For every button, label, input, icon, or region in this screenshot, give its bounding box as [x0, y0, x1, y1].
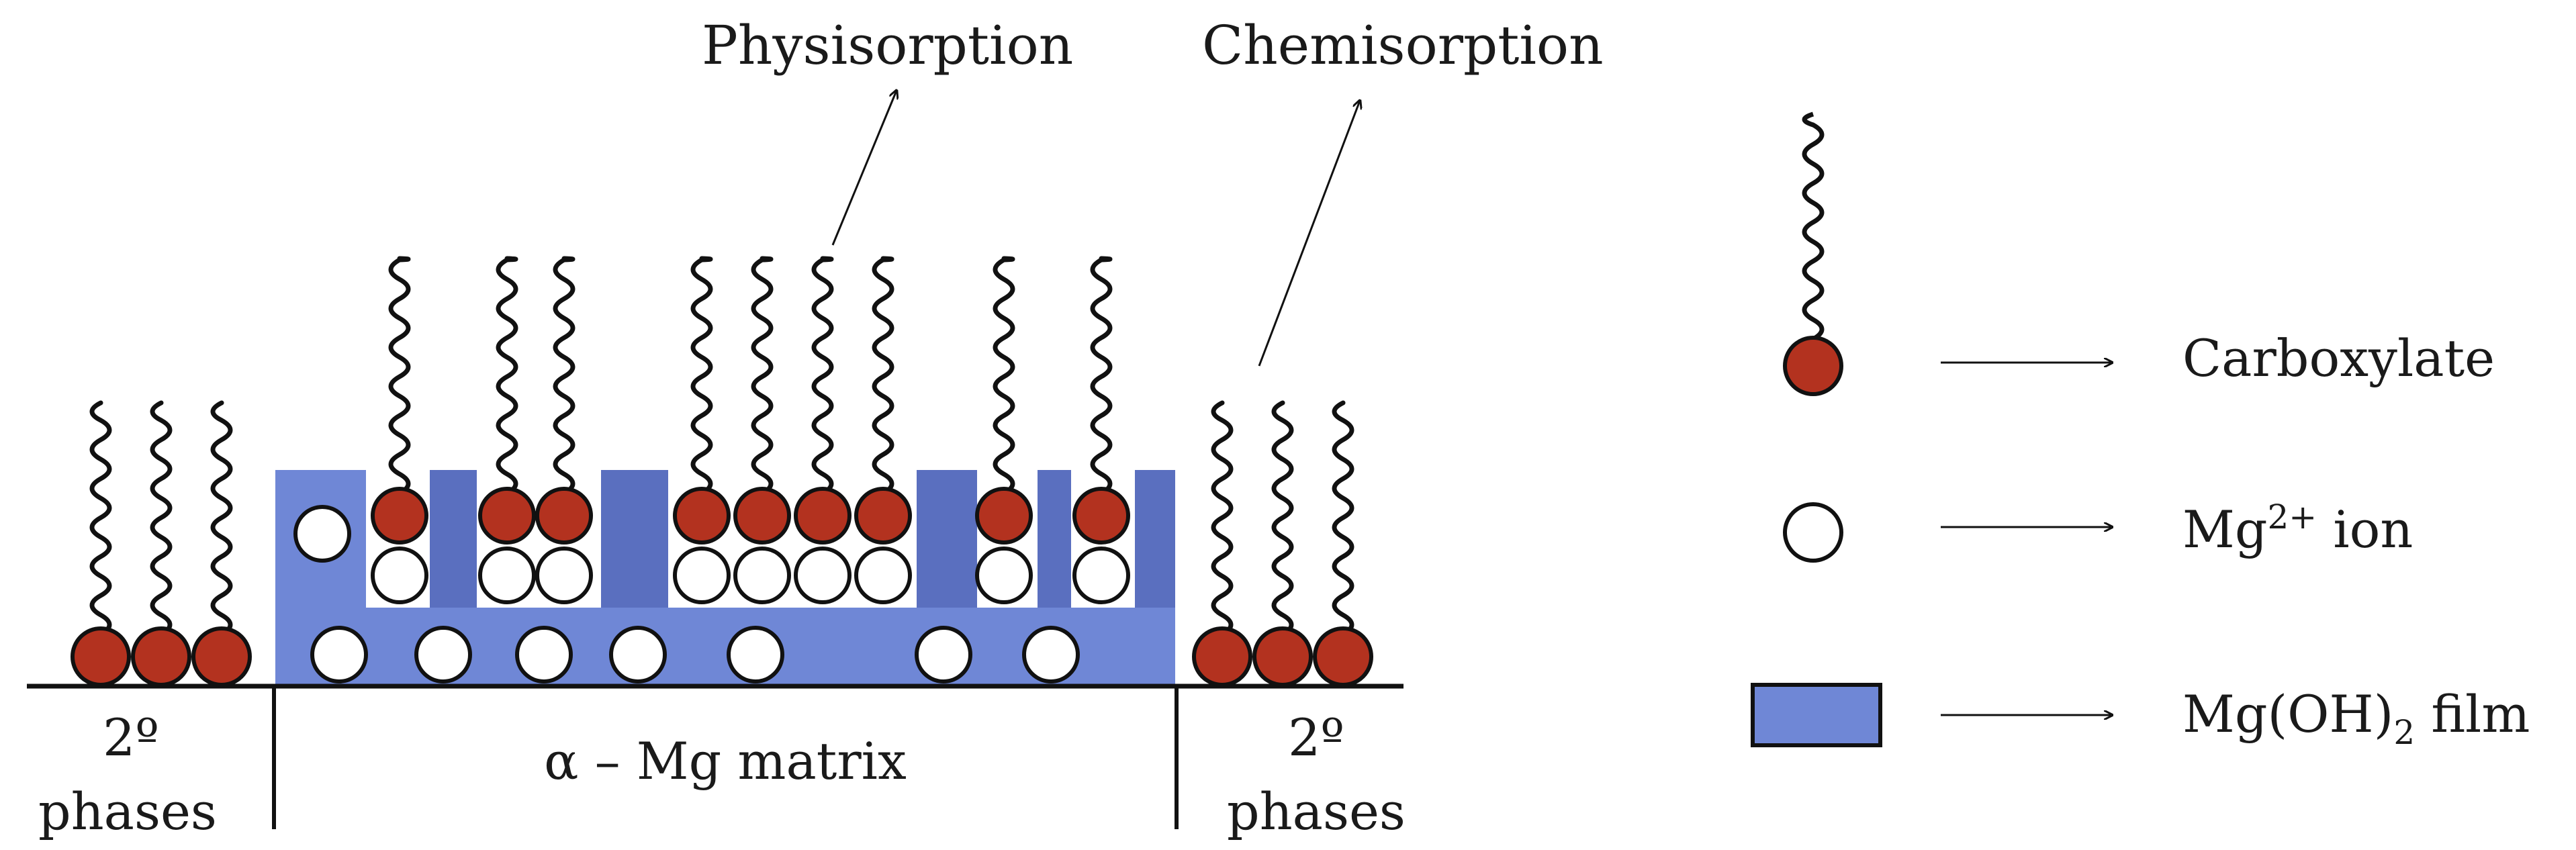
- legend-film-icon: [1751, 683, 1882, 747]
- legend-mg-ion-icon: [1783, 502, 1843, 563]
- mg-ion: [915, 626, 972, 683]
- mg-ion: [515, 626, 573, 683]
- carboxylate-chain-6: [388, 256, 411, 496]
- carboxylate-chain-8: [553, 256, 576, 496]
- carboxylate-head: [71, 626, 131, 687]
- mg-ion: [727, 626, 784, 683]
- carboxylate-chain-14: [1090, 256, 1113, 496]
- carboxylate-head: [794, 487, 852, 545]
- mg-ion: [535, 547, 593, 604]
- carboxylate-chain-12: [872, 256, 894, 496]
- carboxylate-chains: [89, 256, 1354, 637]
- mg-ion: [1072, 547, 1130, 604]
- mg-ion: [293, 505, 351, 563]
- legend: Carboxylate Mg2+ ion Mg(OH)2 film: [1751, 111, 2530, 752]
- mg-ion: [609, 626, 667, 683]
- carboxylate-chain-11: [811, 256, 834, 496]
- carboxylate-chain-1: [150, 400, 173, 637]
- physisorption-label: Physisorption: [702, 14, 1073, 77]
- carboxylate-chain-13: [993, 256, 1015, 496]
- carboxylate-chain-0: [89, 400, 112, 637]
- carboxylate-chain-2: [210, 400, 233, 637]
- physisorption-arrow: [831, 91, 896, 246]
- mg-ion: [478, 547, 536, 604]
- carboxylate-chain-5: [1332, 400, 1354, 637]
- matrix-label: α – Mg matrix: [544, 731, 907, 791]
- mg-ion: [673, 547, 731, 604]
- mg-ion: [975, 547, 1033, 604]
- mg-ion: [794, 547, 852, 604]
- carboxylate-chain-4: [1271, 400, 1294, 637]
- carboxylate-chain-10: [751, 256, 774, 496]
- right-phase-label-line2: phases: [1227, 782, 1406, 841]
- carboxylate-heads: [71, 487, 1373, 687]
- legend-chain-icon: [1802, 111, 1825, 342]
- carboxylate-head: [1313, 626, 1373, 687]
- carboxylate-head: [673, 487, 731, 545]
- carboxylate-head: [371, 487, 428, 545]
- legend-mg-ion-label: Mg2+ ion: [2182, 498, 2413, 559]
- mg-ion: [1022, 626, 1080, 683]
- mg-ion: [414, 626, 472, 683]
- carboxylate-chain-9: [690, 256, 713, 496]
- carboxylate-head: [1072, 487, 1130, 545]
- mg-ion: [371, 547, 428, 604]
- mg-ions: [293, 505, 1130, 683]
- carboxylate-chain-7: [496, 256, 518, 496]
- carboxylate-head: [1192, 626, 1252, 687]
- carboxylate-head: [535, 487, 593, 545]
- mg-ion: [310, 626, 368, 683]
- carboxylate-head: [478, 487, 536, 545]
- carboxylate-head: [1252, 626, 1313, 687]
- chemisorption-label: Chemisorption: [1202, 14, 1604, 77]
- right-phase-label-line1: 2º: [1288, 708, 1344, 767]
- carboxylate-head: [733, 487, 791, 545]
- left-phase-label-line2: phases: [38, 782, 217, 841]
- carboxylate-head: [854, 487, 912, 545]
- carboxylate-head: [191, 626, 252, 687]
- carboxylate-head: [975, 487, 1033, 545]
- carboxylate-head: [131, 626, 191, 687]
- mg-ion: [854, 547, 912, 604]
- legend-film-label: Mg(OH)2 film: [2182, 684, 2530, 752]
- carboxylate-chain-3: [1211, 400, 1234, 637]
- left-phase-label-line1: 2º: [103, 708, 159, 767]
- legend-carboxylate-label: Carboxylate: [2182, 328, 2495, 388]
- mg-ion: [733, 547, 791, 604]
- legend-carboxylate-icon: [1783, 336, 1843, 396]
- chemisorption-arrow: [1258, 101, 1360, 367]
